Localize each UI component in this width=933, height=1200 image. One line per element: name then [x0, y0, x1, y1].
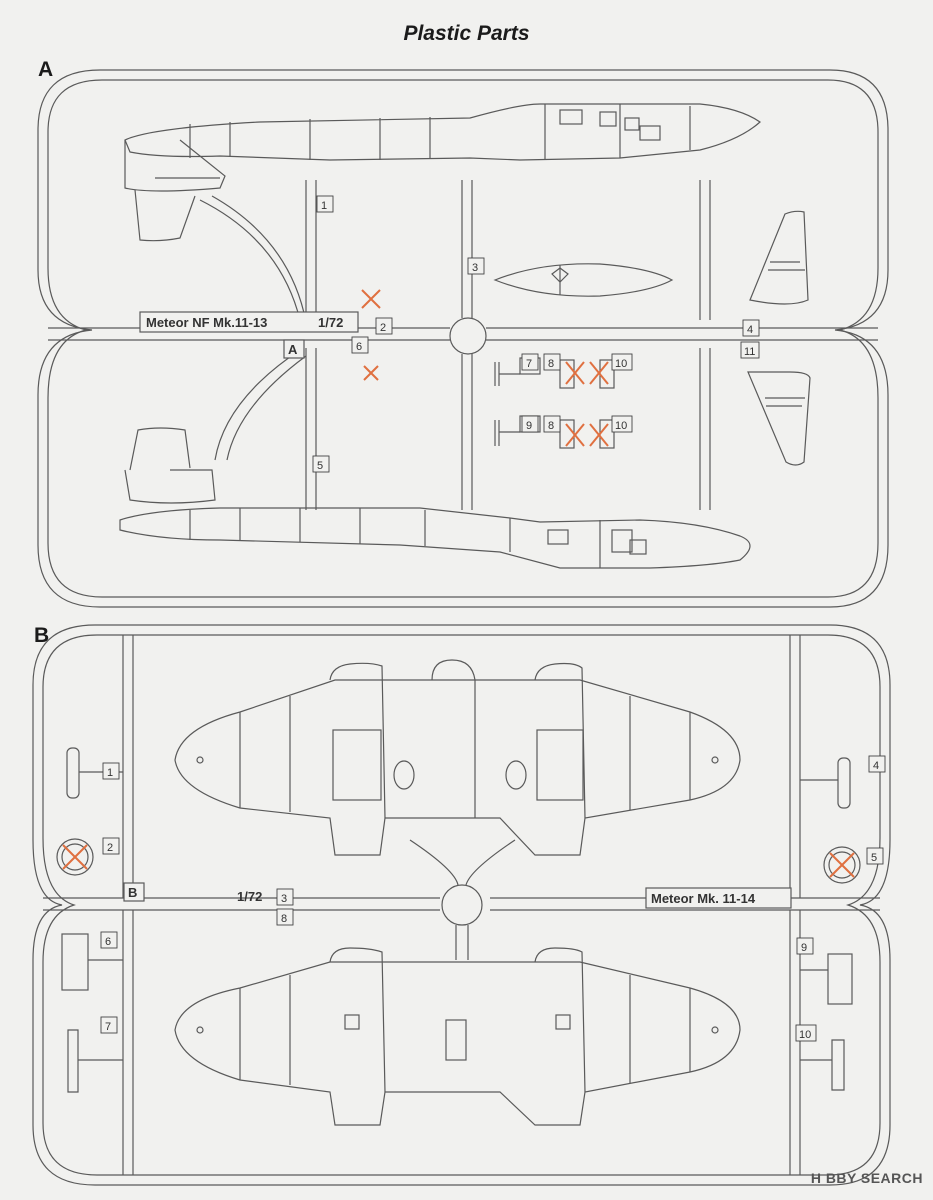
- part-number-b9: 9: [801, 942, 807, 954]
- sprue-a-scale: 1/72: [318, 315, 343, 330]
- tailplane-lower: [747, 371, 811, 466]
- part-number-a5: 5: [317, 460, 323, 472]
- fuselage-left-half: [124, 103, 761, 242]
- part-number-a7: 7: [526, 358, 532, 370]
- part-number-a10-bottom: 10: [615, 420, 627, 432]
- watermark-suffix: SEARCH: [860, 1170, 923, 1186]
- part-number-b6: 6: [105, 936, 111, 948]
- part-number-b10: 10: [799, 1029, 811, 1041]
- sprue-b-frame: [32, 624, 891, 1186]
- drop-tank-part: [493, 263, 674, 297]
- part-number-b8: 8: [281, 913, 287, 925]
- part-number-a8-top: 8: [548, 358, 554, 370]
- part-numbers-a: 1 2 3 4 5 6 7 8 9 8 10: [312, 195, 760, 473]
- sprue-b-gate: [441, 884, 483, 926]
- sprue-a-frame: [37, 69, 889, 608]
- part-number-b4: 4: [873, 760, 879, 772]
- tailplane-upper: [749, 210, 809, 305]
- part-number-a3: 3: [472, 262, 478, 274]
- page-title: Plastic Parts: [403, 22, 530, 45]
- wing-lower: [174, 947, 741, 1126]
- sprue-b-scale: 1/72: [237, 889, 262, 904]
- unused-marks-b: [62, 844, 855, 878]
- part-number-a10-top: 10: [615, 358, 627, 370]
- part-number-a11: 11: [744, 346, 755, 358]
- part-number-a2: 2: [380, 322, 386, 334]
- part-number-b7: 7: [105, 1021, 111, 1033]
- sprue-a-frame-letter: A: [288, 342, 298, 357]
- sprue-b: B 1/72 Meteor Mk. 11-14 1 2 3 4 5 6 7: [32, 624, 891, 1186]
- sprue-a-gate: [449, 317, 487, 355]
- part-number-b3: 3: [281, 893, 287, 905]
- unused-marks-a: [361, 289, 609, 447]
- sprue-a: Meteor NF Mk.11-13 1/72 A 1 2 3 4 5 6 7: [37, 69, 889, 608]
- hobby-search-watermark: H BBY SEARCH: [811, 1170, 923, 1186]
- sprue-b-frame-letter: B: [128, 885, 137, 900]
- wing-upper: [174, 659, 741, 856]
- part-number-a1: 1: [321, 200, 327, 212]
- part-number-a4: 4: [747, 324, 753, 336]
- part-number-b2: 2: [107, 842, 113, 854]
- sprue-a-label: Meteor NF Mk.11-13: [146, 315, 267, 330]
- sprue-a-letter: A: [38, 58, 54, 81]
- sprue-a-frame-inner: [47, 79, 879, 598]
- part-number-a9: 9: [526, 420, 532, 432]
- part-number-a8-bottom: 8: [548, 420, 554, 432]
- part-number-a6: 6: [356, 341, 362, 353]
- part-numbers-b: 1 2 3 4 5 6 7 8 9 10: [100, 755, 886, 1042]
- side-parts-b: [56, 747, 861, 1093]
- part-number-b5: 5: [871, 852, 877, 864]
- fuselage-right-half: [119, 427, 751, 569]
- watermark-brand: H BBY: [810, 1170, 857, 1186]
- sprue-b-label: Meteor Mk. 11-14: [651, 891, 756, 906]
- part-number-b1: 1: [107, 767, 113, 779]
- sprue-b-letter: B: [34, 624, 50, 647]
- small-parts-group: [494, 357, 615, 449]
